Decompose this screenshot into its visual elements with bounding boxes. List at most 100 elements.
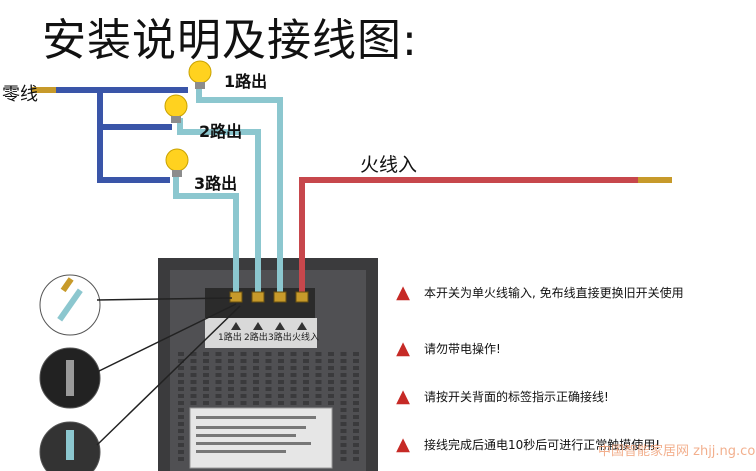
switch-hole [228,352,234,356]
switch-hole [228,394,234,398]
switch-hole [265,359,272,363]
switch-hole [178,401,184,405]
warning-triangle-icon: ▲ [396,338,410,359]
bulb-icon [165,148,189,177]
switch-hole [203,366,209,370]
switch-hole [315,394,322,398]
switch-hole [240,373,247,377]
switch-hole [178,450,184,454]
switch-hole [265,366,272,370]
switch-hole [215,373,222,377]
switch-hole [265,373,272,377]
switch-hole [315,359,322,363]
switch-hole [253,394,259,398]
note-item: ▲请勿带电操作! [392,338,501,359]
terminal-label-2: 2路出 [244,333,268,343]
switch-hole [215,352,222,356]
terminal-screws [229,291,309,303]
switch-hole [353,422,359,426]
watermark: 中国智能家居网 zhjj.ng.com [598,444,756,459]
switch-hole [328,387,334,391]
switch-hole [190,380,197,384]
switch-hole [253,387,259,391]
switch-hole [190,352,197,356]
note-item: ▲接线完成后通电10秒后可进行正常触摸使用! [392,434,660,455]
switch-hole [178,380,184,384]
switch-hole [265,352,272,356]
switch-hole [340,457,347,461]
switch-hole [340,443,347,447]
switch-hole [353,429,359,433]
switch-hole [203,394,209,398]
switch-hole [353,373,359,377]
switch-hole [303,394,309,398]
switch-hole [353,408,359,412]
detail-callout-2 [39,303,237,409]
switch-hole [265,387,272,391]
note-text: 本开关为单火线输入, 免布线直接更换旧开关使用 [424,286,684,300]
switch-hole [190,373,197,377]
output-wires [173,84,283,292]
switch-hole [278,380,284,384]
output-2-label: 2路出 [199,122,243,141]
switch-hole [328,380,334,384]
live-wire-label: 火线入 [360,154,418,176]
switch-hole [328,366,334,370]
switch-hole [178,436,184,440]
warning-triangle-icon: ▲ [396,434,410,455]
switch-hole [340,429,347,433]
switch-hole [315,380,322,384]
switch-hole [178,352,184,356]
switch-hole [303,387,309,391]
switch-hole [190,366,197,370]
switch-hole [240,380,247,384]
detail-callout-3 [39,305,241,471]
switch-hole [340,380,347,384]
bulb-icon [188,60,212,89]
switch-hole [278,401,284,405]
switch-hole [353,359,359,363]
neutral-wire-label: 零线 [2,84,38,105]
page-title: 安装说明及接线图: [42,15,418,66]
switch-hole [303,401,309,405]
switch-hole [340,408,347,412]
terminal-label-4: 火线入 [292,333,320,343]
switch-hole [215,359,222,363]
switch-hole [328,394,334,398]
switch-hole [203,373,209,377]
output-3-label: 3路出 [194,174,238,193]
switch-hole [303,373,309,377]
switch-hole [303,380,309,384]
switch-hole [303,359,309,363]
switch-hole [353,380,359,384]
switch-hole [253,380,259,384]
label-plate [205,318,317,348]
switch-hole [278,352,284,356]
live-wire [299,177,640,292]
switch-hole [178,359,184,363]
switch-hole [253,366,259,370]
switch-hole [178,457,184,461]
switch-hole [290,373,297,377]
switch-hole [265,380,272,384]
switch-hole [228,359,234,363]
switch-hole [353,415,359,419]
switch-hole [353,450,359,454]
switch-hole [340,436,347,440]
switch-hole [215,366,222,370]
switch-hole [265,394,272,398]
switch-hole [315,387,322,391]
switch-hole [240,359,247,363]
switch-hole [290,387,297,391]
switch-hole [340,394,347,398]
output-1-label: 1路出 [224,72,268,91]
switch-hole [215,387,222,391]
switch-hole [353,443,359,447]
switch-hole [290,366,297,370]
switch-hole [290,401,297,405]
switch-hole [340,387,347,391]
switch-hole [240,401,247,405]
live-wire-tip [638,177,672,183]
switch-hole [290,380,297,384]
